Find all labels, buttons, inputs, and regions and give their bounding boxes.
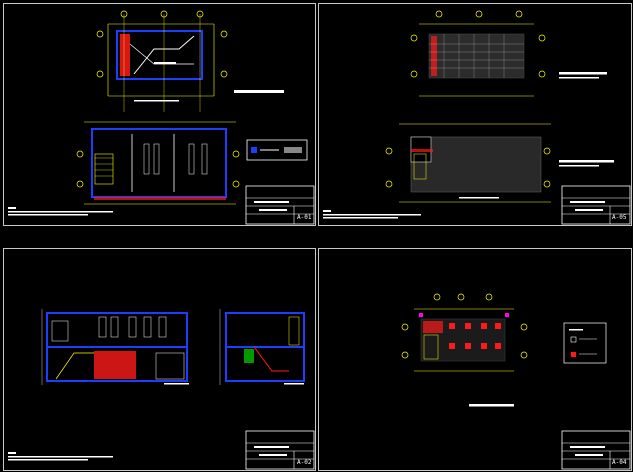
longitudinal-section: [41, 309, 189, 385]
sheet-a01-drawing: [8, 10, 315, 225]
sheet-a05-drawing: [323, 10, 631, 225]
floor-plan-upper: [96, 10, 284, 112]
drawing-sheet-a01: A-01: [3, 3, 316, 226]
sheet-a04-drawing: [401, 293, 631, 470]
drawing-sheet-a05: A-05: [318, 3, 632, 226]
roof-plan-grid: [410, 10, 607, 97]
general-notes: [8, 207, 113, 216]
legend-box: [246, 139, 308, 161]
sheet-number: A-02: [297, 459, 312, 466]
floor-finish-plan: [385, 123, 614, 203]
floor-plan-lower: [76, 121, 240, 205]
reflected-ceiling-plan: [401, 293, 528, 407]
general-notes: [8, 452, 113, 461]
sheet-a02-drawing: [8, 309, 315, 470]
sheet-number: A-01: [297, 214, 312, 221]
general-notes: [323, 210, 421, 219]
title-block: [245, 185, 315, 225]
cross-section: [219, 309, 305, 385]
title-block: [561, 185, 631, 225]
drawing-sheet-a04: A-04: [318, 248, 632, 471]
title-block: [561, 430, 631, 470]
drawing-sheet-a02: A-02: [3, 248, 316, 471]
sheet-number: A-04: [612, 459, 627, 466]
title-block: [245, 430, 315, 470]
symbol-legend: [563, 322, 607, 364]
sheet-number: A-05: [612, 214, 627, 221]
